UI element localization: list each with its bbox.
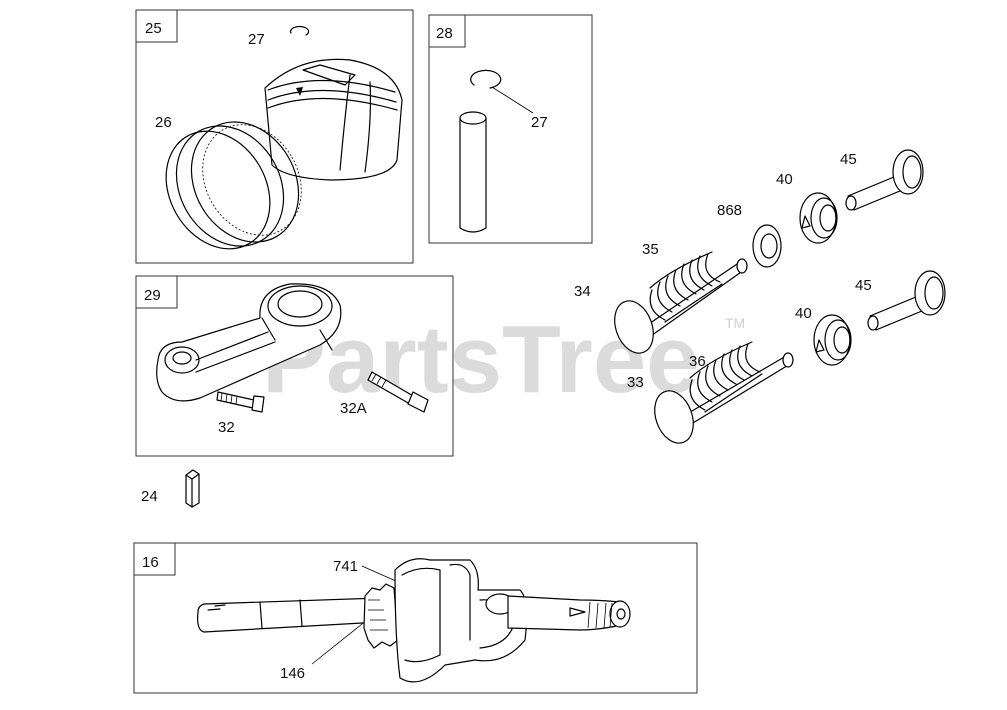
callout-24[interactable]: 24	[141, 488, 158, 505]
leader-741	[361, 565, 399, 583]
group-25-frame	[135, 9, 414, 264]
group-16-frame	[133, 542, 698, 694]
callout-27-top[interactable]: 27	[248, 31, 265, 48]
callout-36[interactable]: 36	[689, 353, 706, 370]
piston-pin	[459, 111, 487, 233]
callout-146[interactable]: 146	[280, 665, 305, 682]
group-25-piston: 25 27 26	[135, 9, 414, 264]
valve-train: 45 40 868 35 34 45 40 36 33	[574, 149, 946, 444]
circlip-27	[289, 25, 310, 36]
group-28-pin: 28 27	[428, 14, 593, 244]
callout-27-pin[interactable]: 27	[531, 114, 548, 131]
callout-25[interactable]: 25	[145, 20, 162, 37]
leader-146	[311, 615, 373, 665]
callout-32a[interactable]: 32A	[340, 400, 367, 417]
callout-16[interactable]: 16	[142, 554, 159, 571]
callout-40-lower[interactable]: 40	[795, 305, 812, 322]
callout-45-lower[interactable]: 45	[855, 277, 872, 294]
callout-28[interactable]: 28	[436, 25, 453, 42]
valve-tappet-45-lower	[867, 270, 946, 331]
valve-spring-36	[689, 341, 763, 413]
crankshaft	[197, 558, 631, 683]
callout-45-upper[interactable]: 45	[840, 151, 857, 168]
callout-32[interactable]: 32	[218, 419, 235, 436]
bolt-32	[216, 391, 265, 413]
group-28-frame	[428, 14, 593, 244]
group-24-key: 24	[141, 469, 200, 508]
group-29-connecting-rod: 29 32 32A	[135, 275, 454, 457]
spring-retainer-40-lower	[813, 314, 852, 366]
timing-gear-146	[363, 583, 399, 649]
callout-29[interactable]: 29	[144, 287, 161, 304]
callout-35[interactable]: 35	[642, 241, 659, 258]
intake-valve-33	[654, 352, 794, 444]
valve-tappet-45-upper	[845, 149, 924, 211]
callout-26[interactable]: 26	[155, 114, 172, 131]
group-16-crankshaft: 16 741 146	[133, 542, 698, 694]
leader-27-pin	[491, 86, 534, 114]
circlip-27-pin	[470, 69, 502, 89]
callout-40-upper[interactable]: 40	[776, 171, 793, 188]
group-28-tag	[428, 14, 466, 48]
group-16-tag	[133, 542, 176, 576]
piston	[264, 58, 403, 181]
spring-retainer-40-upper	[799, 192, 838, 244]
callout-34[interactable]: 34	[574, 283, 591, 300]
valve-seal-868	[752, 224, 782, 268]
bolt-32a	[367, 371, 429, 413]
group-29-frame	[135, 275, 454, 457]
group-29-tag	[135, 275, 178, 309]
group-25-tag	[135, 9, 178, 43]
callout-33[interactable]: 33	[627, 374, 644, 391]
callout-868[interactable]: 868	[717, 202, 742, 219]
valve-spring-35	[649, 251, 723, 323]
connecting-rod	[156, 283, 342, 402]
piston-rings	[165, 121, 302, 250]
callout-741[interactable]: 741	[333, 558, 358, 575]
watermark-trademark: TM	[725, 315, 745, 331]
